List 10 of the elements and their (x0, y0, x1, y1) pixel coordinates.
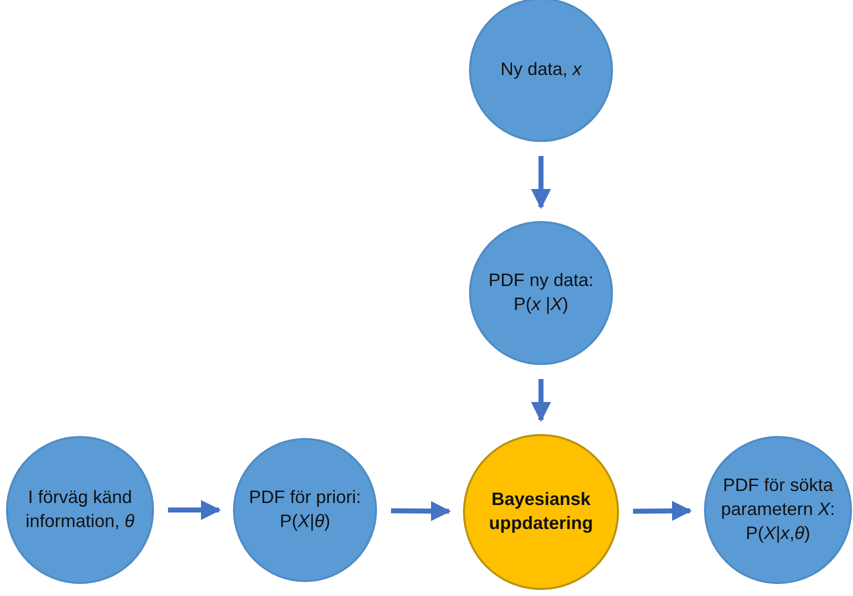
node-label: PDF ny data: P(x |X) (487, 269, 595, 316)
node-label: PDF för sökta parametern X: P(X|x,θ) (720, 474, 836, 545)
arrow (390, 501, 451, 522)
node-label: Ny data, x (499, 58, 583, 82)
arrow (168, 500, 221, 520)
node-label: Bayesiansk uppdatering (488, 488, 594, 535)
node-label: I förväg känd information, θ (24, 486, 136, 533)
node-label: PDF för priori: P(X|θ) (248, 486, 362, 533)
arrow (531, 379, 551, 422)
arrow (531, 156, 551, 209)
